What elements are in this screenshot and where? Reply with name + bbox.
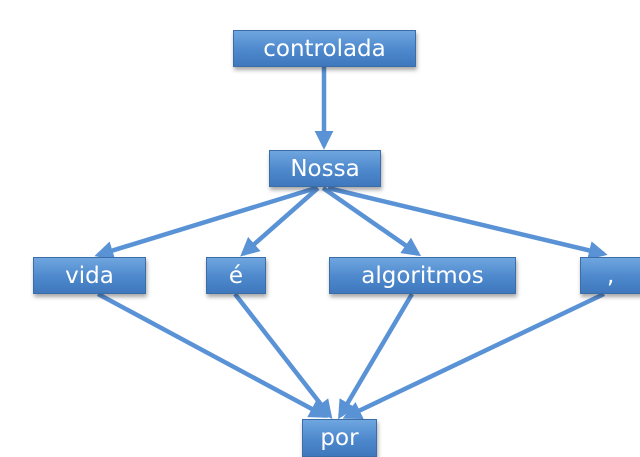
node-nossa: Nossa [269, 150, 381, 187]
node-vida: vida [33, 257, 146, 294]
edge-nossa-to-e [240, 186, 320, 257]
node-comma: , [580, 257, 640, 294]
node-controlada: controlada [233, 30, 416, 67]
edge-nossa-to-vida [94, 185, 317, 260]
edge-algoritmos-to-por [338, 292, 414, 420]
node-por: por [302, 419, 377, 457]
edge-e-to-por [233, 292, 333, 419]
edge-nossa-to-algoritmos [321, 186, 422, 257]
edge-comma-to-por [342, 291, 605, 420]
edge-nossa-to-comma [327, 185, 608, 260]
edge-vida-to-por [96, 292, 329, 418]
node-algoritmos: algoritmos [329, 257, 516, 294]
node-e: é [206, 257, 266, 294]
